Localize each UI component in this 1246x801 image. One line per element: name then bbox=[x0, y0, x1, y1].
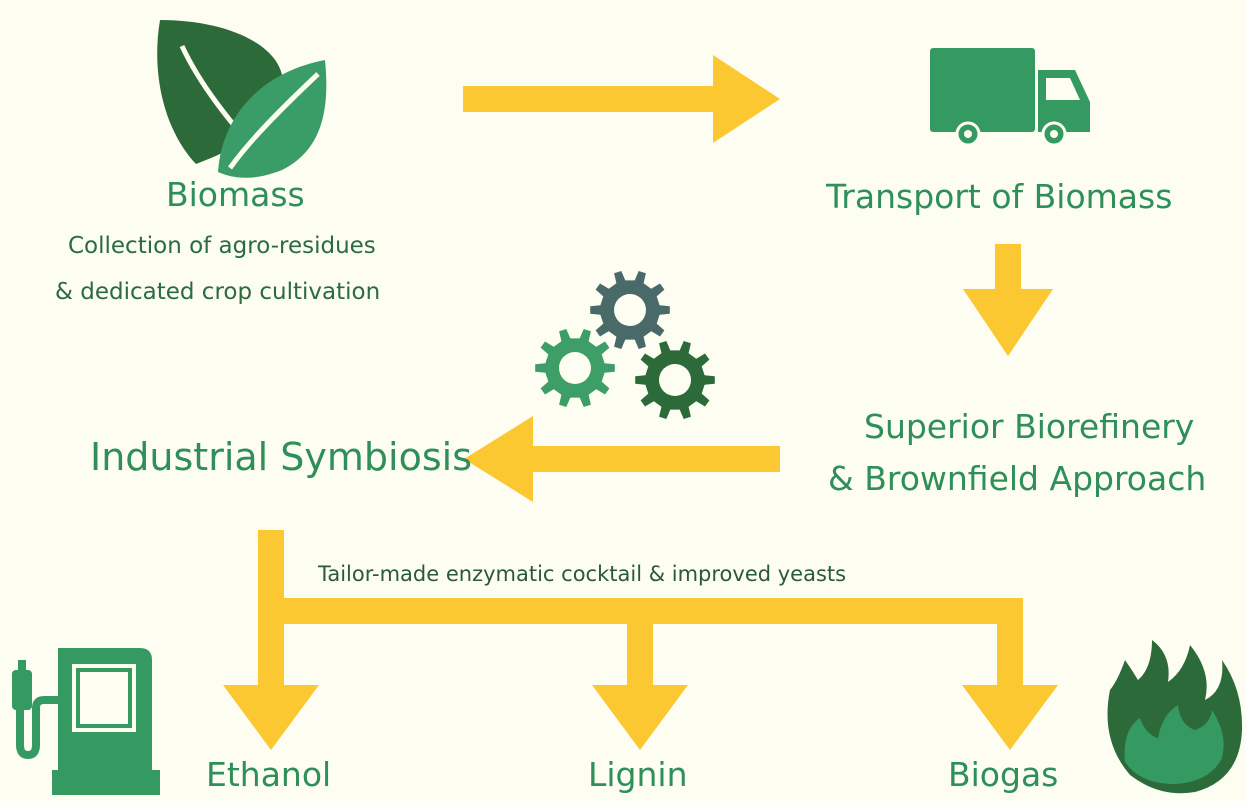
arrow-branches bbox=[223, 530, 1058, 750]
biorefinery-line2: & Brownfield Approach bbox=[828, 459, 1207, 498]
gears-icon bbox=[535, 271, 715, 419]
biomass-description-line1: Collection of agro-residues bbox=[68, 233, 376, 259]
leaf-icon bbox=[157, 20, 327, 178]
truck-icon bbox=[930, 48, 1090, 147]
gear-gray-icon bbox=[590, 271, 670, 349]
output-biogas-label: Biogas bbox=[948, 755, 1059, 794]
arrow-right bbox=[463, 55, 780, 143]
transport-title: Transport of Biomass bbox=[826, 177, 1173, 216]
symbiosis-title: Industrial Symbiosis bbox=[90, 435, 473, 479]
biomass-title: Biomass bbox=[166, 175, 305, 214]
output-lignin-label: Lignin bbox=[588, 755, 688, 794]
gear-light-green-icon bbox=[535, 329, 615, 407]
biorefinery-line1: Superior Biorefinery bbox=[864, 407, 1195, 446]
biomass-description-line2: & dedicated crop cultivation bbox=[55, 279, 381, 305]
output-ethanol-label: Ethanol bbox=[206, 755, 332, 794]
arrow-left bbox=[464, 416, 780, 502]
arrow-down bbox=[963, 244, 1053, 356]
gear-dark-green-icon bbox=[635, 341, 715, 419]
fuel-pump-icon bbox=[12, 648, 160, 795]
process-note: Tailor-made enzymatic cocktail & improve… bbox=[318, 562, 847, 586]
flame-icon bbox=[1107, 640, 1243, 794]
